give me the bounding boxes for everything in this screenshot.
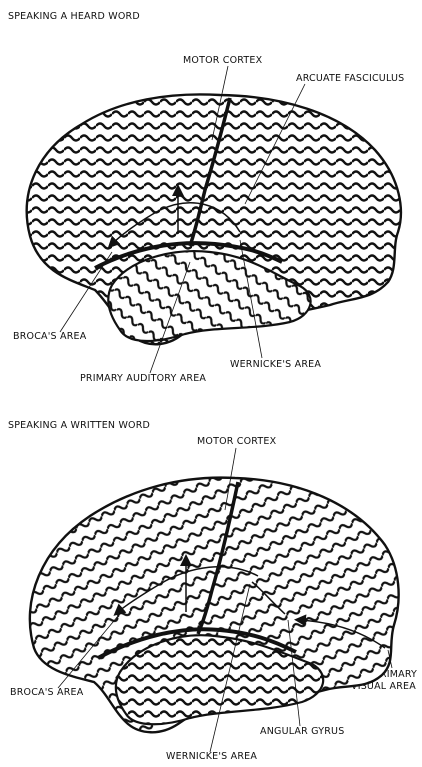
panel-1-brain <box>27 66 401 373</box>
panel-2-brain <box>30 448 399 752</box>
